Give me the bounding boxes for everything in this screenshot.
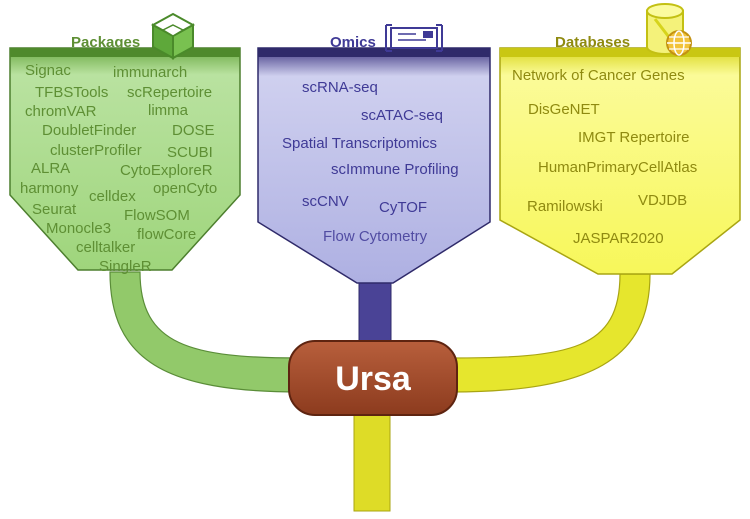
omics-item: CyTOF xyxy=(379,199,427,216)
package-item: Monocle3 xyxy=(46,220,111,237)
package-item: clusterProfiler xyxy=(50,142,142,159)
omics-item: scRNA-seq xyxy=(302,79,378,96)
omics-item: Flow Cytometry xyxy=(323,228,428,245)
omics-heading: Omics xyxy=(330,34,376,51)
databases-rim xyxy=(500,48,740,57)
database-item: DisGeNET xyxy=(528,101,600,118)
package-item: harmony xyxy=(20,180,79,197)
package-item: Signac xyxy=(25,62,71,79)
database-item: HumanPrimaryCellAtlas xyxy=(538,159,697,176)
package-item: CytoExploreR xyxy=(120,162,213,179)
package-item: celltalker xyxy=(76,239,135,256)
package-item: ALRA xyxy=(31,160,70,177)
sequencer-icon xyxy=(385,24,443,52)
package-item: chromVAR xyxy=(25,103,97,120)
packages-rim xyxy=(10,48,240,57)
omics-item: scCNV xyxy=(302,193,349,210)
omics-item: Spatial Transcriptomics xyxy=(282,135,437,152)
omics-item: scATAC-seq xyxy=(361,107,443,124)
output-pipe xyxy=(353,407,391,512)
database-item: Ramilowski xyxy=(527,198,603,215)
package-item: limma xyxy=(148,102,189,119)
package-item: openCyto xyxy=(153,180,217,197)
database-item: IMGT Repertoire xyxy=(578,129,689,146)
package-item: DOSE xyxy=(172,122,215,139)
package-item: Seurat xyxy=(32,201,77,218)
packages-pipe xyxy=(109,271,301,393)
databases-heading: Databases xyxy=(555,34,630,51)
databases-pipe xyxy=(449,273,651,393)
package-item: celldex xyxy=(89,188,136,205)
omics-rim xyxy=(258,48,490,57)
cube-icon xyxy=(150,12,196,60)
omics-pipe xyxy=(358,281,392,345)
package-item: flowCore xyxy=(137,226,196,243)
database-item: JASPAR2020 xyxy=(573,230,664,247)
ursa-label: Ursa xyxy=(335,360,412,398)
package-item: scRepertoire xyxy=(127,84,212,101)
ursa-node xyxy=(288,340,458,416)
database-globe-icon xyxy=(646,3,692,56)
package-item: immunarch xyxy=(113,64,187,81)
package-item: DoubletFinder xyxy=(42,122,136,139)
omics-item: scImmune Profiling xyxy=(331,161,459,178)
package-item: SCUBI xyxy=(167,144,213,161)
package-item: FlowSOM xyxy=(124,207,190,224)
package-item: TFBSTools xyxy=(35,84,108,101)
database-item: VDJDB xyxy=(638,192,687,209)
package-item: SingleR xyxy=(99,258,152,275)
packages-heading: Packages xyxy=(71,34,140,51)
database-item: Network of Cancer Genes xyxy=(512,67,685,84)
